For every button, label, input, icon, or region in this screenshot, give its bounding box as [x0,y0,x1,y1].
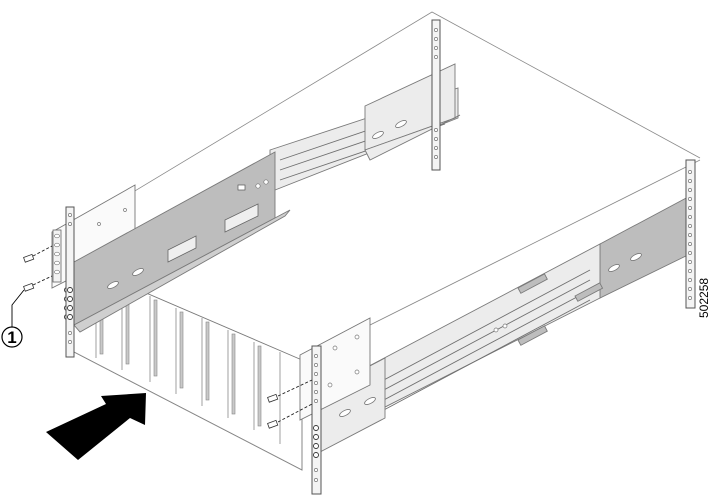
callout-number: 1 [7,328,16,347]
insertion-arrow-icon [46,393,146,460]
rack-post-front-left [65,206,75,358]
figure-id: 502258 [697,278,711,318]
left-slide-rail [64,63,461,333]
rack-post-rear-left [431,19,441,171]
screw-icon [23,275,53,292]
screw-icon [267,403,313,429]
rack-post-rear-right [685,159,696,309]
screw-icon [267,379,313,403]
rack-post-front-right [311,345,322,495]
callout-1: 1 [1,289,25,348]
right-slide-rail [319,195,691,453]
right-screws [267,379,313,429]
left-screws [23,245,53,292]
screw-icon [23,245,53,263]
